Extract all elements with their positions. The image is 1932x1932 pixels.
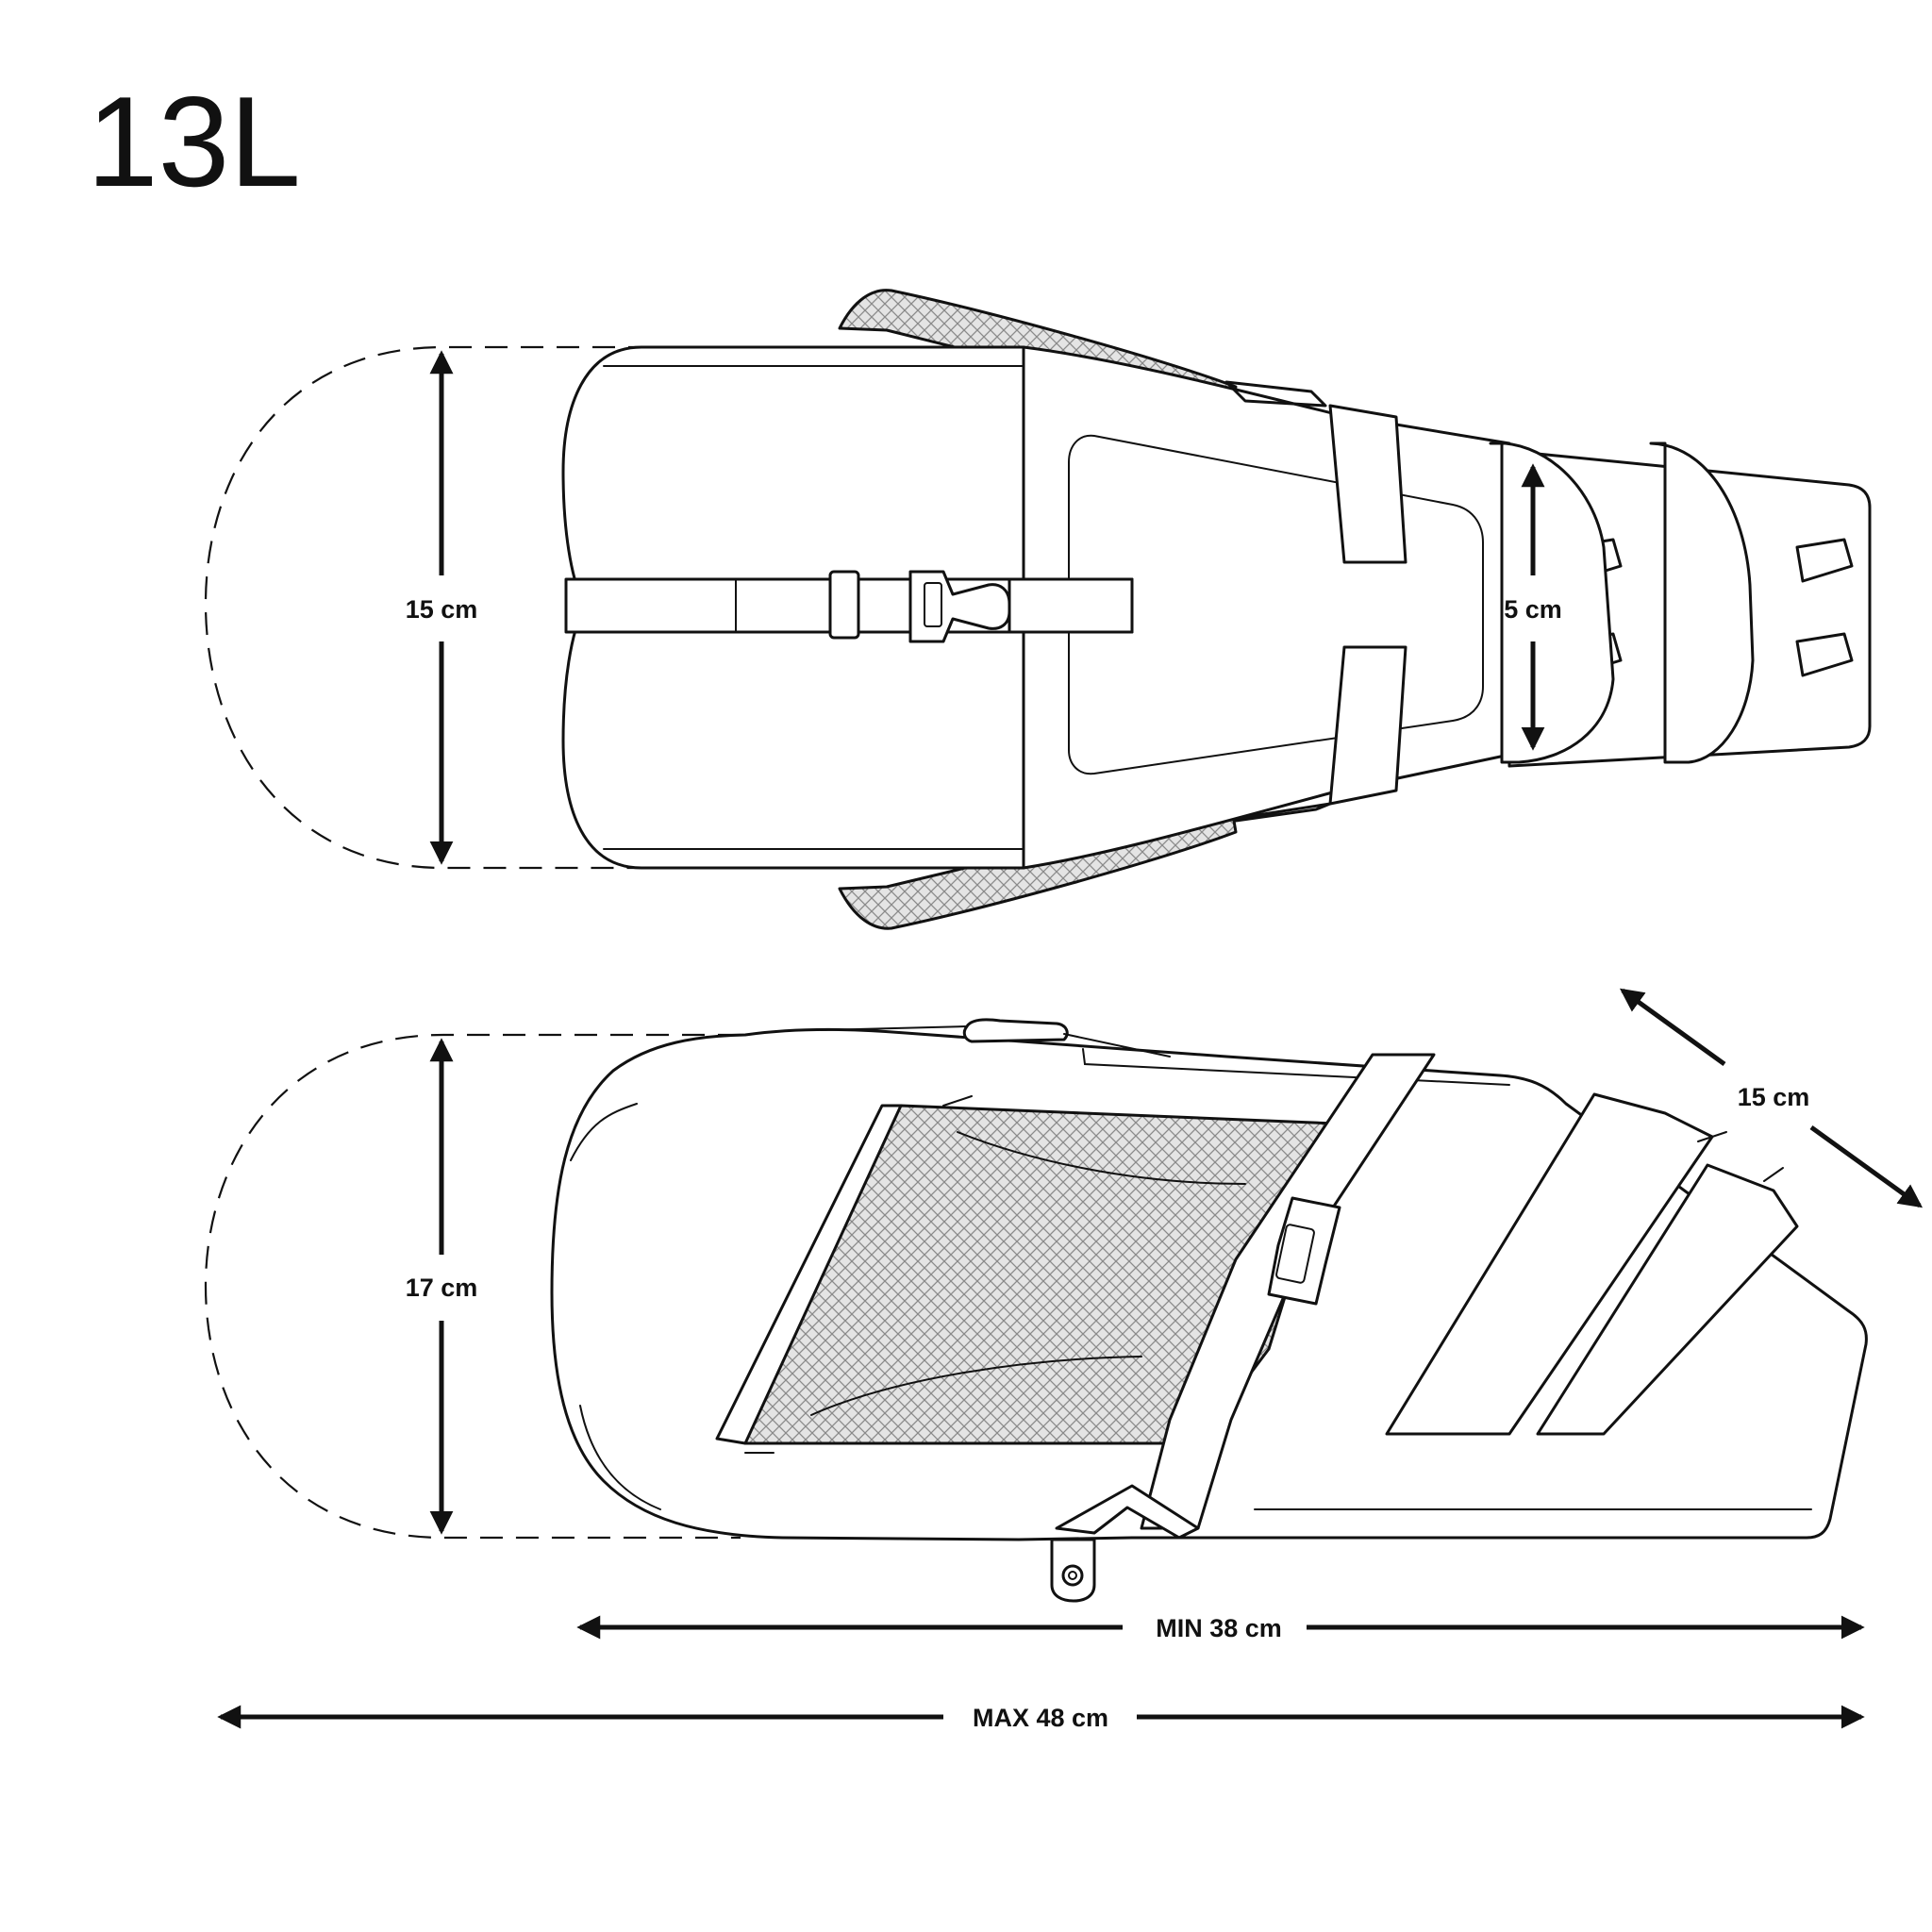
top-stiffener-plate xyxy=(1068,434,1484,775)
side-view xyxy=(204,1018,1868,1603)
side-rail-strap-1 xyxy=(1385,1092,1714,1436)
top-compression-strap-upper xyxy=(1328,404,1407,564)
top-strap-loop xyxy=(828,570,860,640)
volume-title: 13L xyxy=(87,70,301,213)
top-mount-strap-2 xyxy=(1649,441,1755,764)
dimension-annotations: 15 cm 5 cm 17 cm 15 cm MIN 38 cm MAX 48 … xyxy=(217,350,1924,1732)
max-length-label: MAX 48 cm xyxy=(973,1704,1108,1732)
side-extension-outline xyxy=(204,1033,741,1540)
top-extension-outline xyxy=(204,345,651,870)
side-depth-label: 15 cm xyxy=(1738,1083,1810,1111)
side-rail-strap-2 xyxy=(1536,1163,1799,1436)
side-buckle-icon xyxy=(1267,1196,1341,1306)
side-height-label: 17 cm xyxy=(406,1274,478,1302)
side-bottom-clip xyxy=(1055,1484,1200,1540)
side-top-strap-clip xyxy=(962,1018,1069,1043)
top-mount-strap-1 xyxy=(1489,441,1615,764)
top-view xyxy=(204,289,1872,930)
top-mount-width-label: 5 cm xyxy=(1504,595,1562,624)
side-anchor-tab xyxy=(1050,1538,1096,1603)
top-width-label: 15 cm xyxy=(406,595,478,624)
min-length-label: MIN 38 cm xyxy=(1156,1614,1282,1642)
side-depth-arrow xyxy=(1619,988,1726,1067)
top-compression-strap-lower xyxy=(1328,645,1407,806)
